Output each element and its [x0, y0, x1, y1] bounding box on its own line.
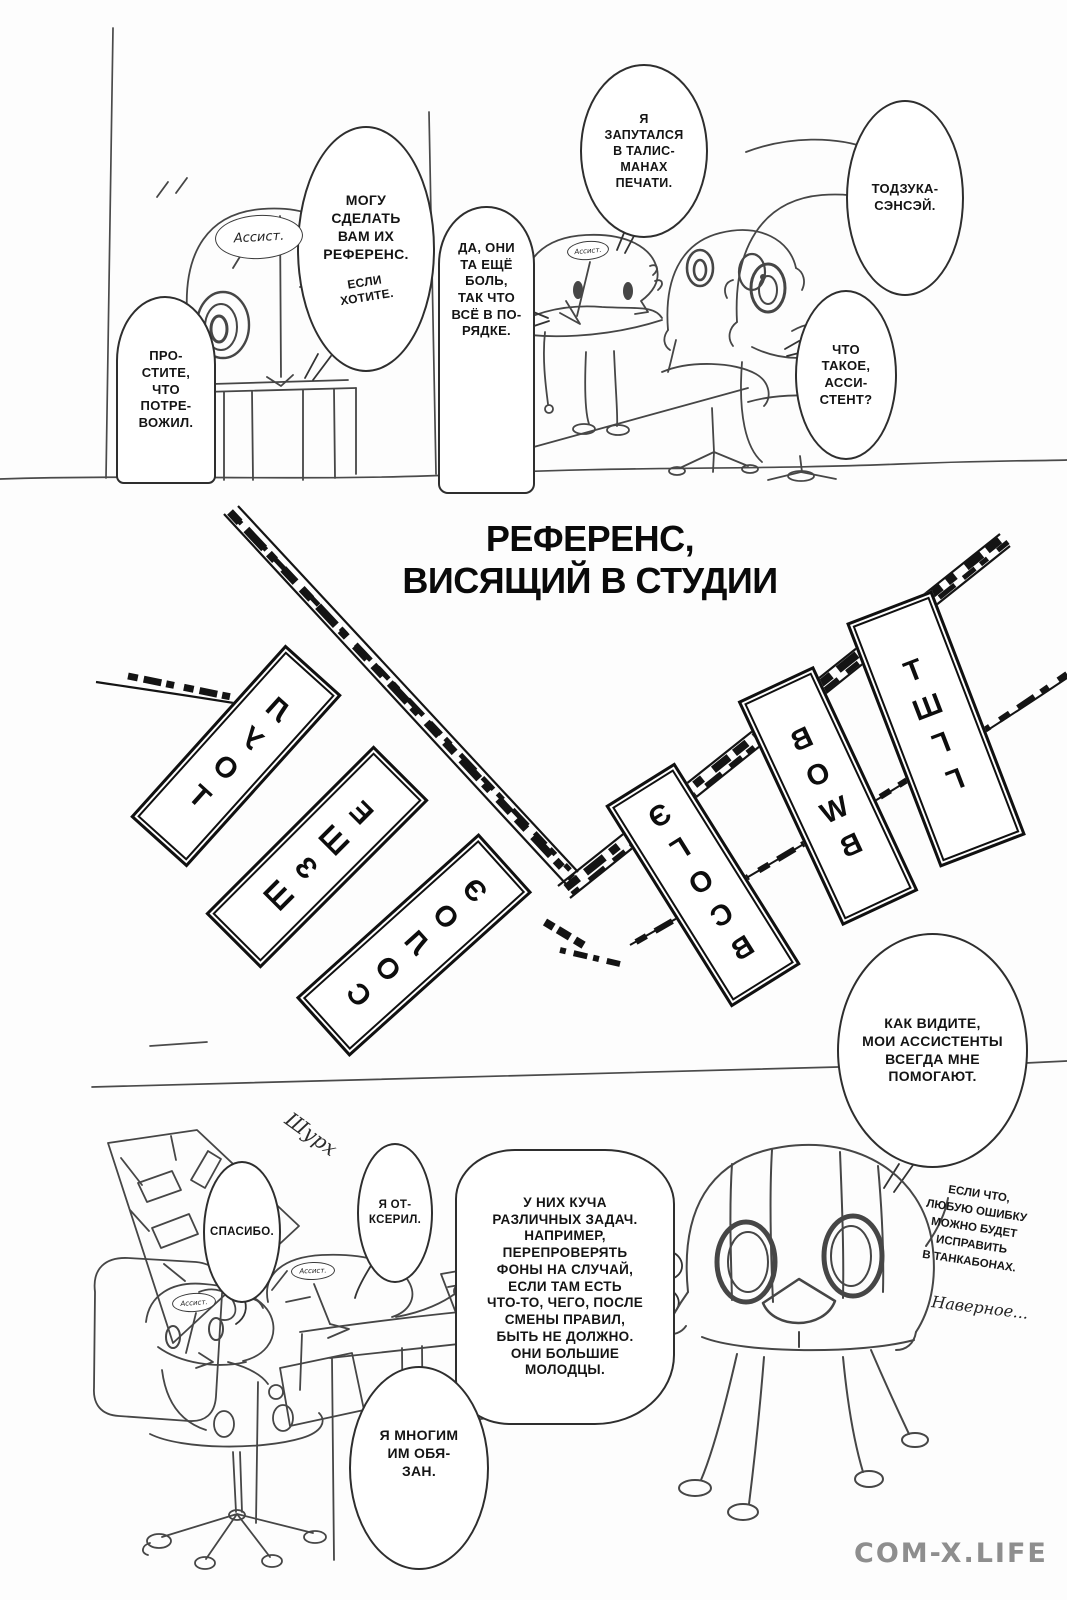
speech-bubble-sensei: ТОДЗУКА- СЭНСЭЙ.: [846, 100, 964, 296]
speech-bubble-as-you-see: КАК ВИДИТЕ, МОИ АССИСТЕНТЫ ВСЕГДА МНЕ ПО…: [837, 933, 1028, 1168]
section-title-line1: РЕФЕРЕНС,: [485, 518, 695, 559]
speech-bubble-offer: МОГУ СДЕЛАТЬ ВАМ ИХ РЕФЕРЕНС. ЕСЛИ ХОТИТ…: [297, 126, 435, 372]
section-title: РЕФЕРЕНС, ВИСЯЩИЙ В СТУДИИ: [330, 518, 850, 603]
offer-sub-text: ЕСЛИ ХОТИТЕ.: [339, 272, 395, 309]
speech-bubble-copied: Я ОТ- КСЕРИЛ.: [357, 1143, 433, 1283]
speech-bubble-what: ЧТО ТАКОЕ, АССИ- СТЕНТ?: [795, 290, 897, 460]
assistant-a-sketch: [93, 1257, 365, 1570]
site-watermark: COM-X.LIFE: [854, 1538, 1048, 1569]
speech-bubble-sorry: ПРО- СТИТЕ, ЧТО ПОТРЕ- ВОЖИЛ.: [116, 296, 216, 484]
offer-main-text: МОГУ СДЕЛАТЬ ВАМ ИХ РЕФЕРЕНС.: [323, 191, 409, 262]
mascot-sketch: [663, 1143, 949, 1521]
section-title-line2: ВИСЯЩИЙ В СТУДИИ: [402, 560, 778, 602]
speech-bubble-tangled: Я ЗАПУТАЛСЯ В ТАЛИС- МАНАХ ПЕЧАТИ.: [580, 64, 708, 238]
speech-bubble-pain: ДА, ОНИ ТА ЕЩЁ БОЛЬ, ТАК ЧТО ВСЁ В ПО- Р…: [438, 206, 535, 494]
speech-bubble-thanks: СПАСИБО.: [203, 1161, 281, 1303]
speech-bubble-owe: Я МНОГИМ ИМ ОБЯ- ЗАН.: [349, 1366, 489, 1570]
speech-bubble-tasks: У НИХ КУЧА РАЗЛИЧНЫХ ЗАДАЧ. НАПРИМЕР, ПЕ…: [455, 1149, 675, 1425]
